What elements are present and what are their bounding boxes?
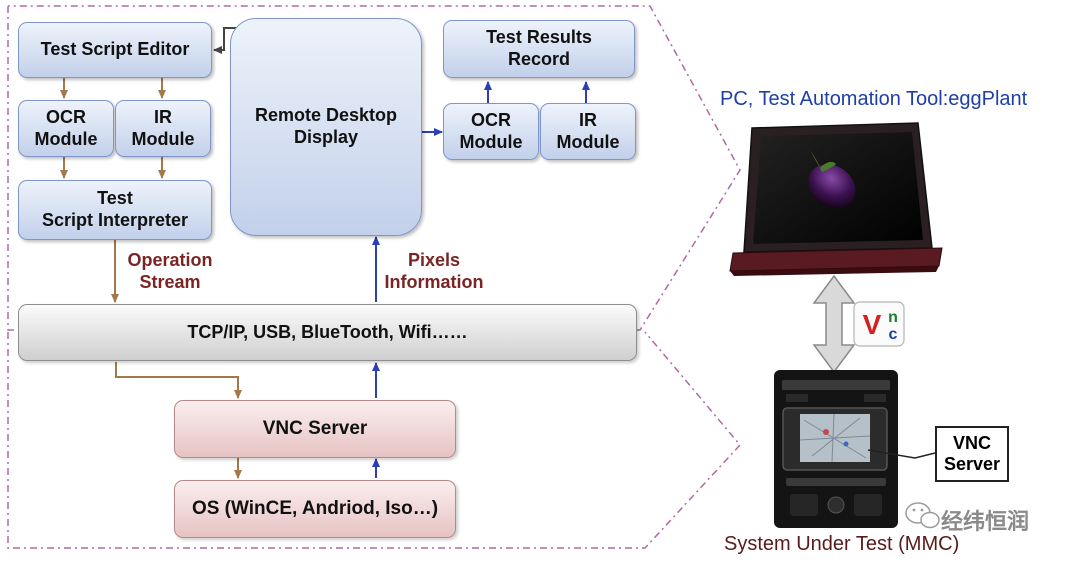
ir-module-left-box: IR Module <box>115 100 211 157</box>
test-script-interpreter-box: Test Script Interpreter <box>18 180 212 240</box>
vnc-server-callout: VNC Server <box>935 426 1009 482</box>
vnc-logo-n: n <box>888 309 898 326</box>
transport-bar: TCP/IP, USB, BlueTooth, Wifi…… <box>18 304 637 361</box>
wechat-icon <box>905 502 940 529</box>
pixels-information-label: Pixels Information <box>384 250 484 292</box>
vnc-link-arrow <box>812 274 856 374</box>
vnc-logo-v: V <box>863 309 882 340</box>
operation-stream-label: Operation Stream <box>127 250 213 292</box>
os-box: OS (WinCE, Andriod, Iso…) <box>174 480 456 538</box>
eggplant-icon <box>808 150 856 208</box>
test-results-record-box: Test Results Record <box>443 20 635 78</box>
vnc-logo-c: c <box>889 326 898 343</box>
ir-module-right-box: IR Module <box>540 103 636 160</box>
vnc-logo: V n c <box>853 301 905 347</box>
sut-caption: System Under Test (MMC) <box>724 533 960 555</box>
ocr-module-left-box: OCR Module <box>18 100 114 157</box>
remote-desktop-display-box: Remote Desktop Display <box>230 18 422 236</box>
infotainment-unit-icon <box>774 370 898 528</box>
vnc-server-box: VNC Server <box>174 400 456 458</box>
dashed-outline-bottom <box>7 331 741 549</box>
pc-caption: PC, Test Automation Tool:eggPlant <box>720 88 1028 110</box>
watermark-text: 经纬恒润 <box>941 509 1030 534</box>
test-script-editor-box: Test Script Editor <box>18 22 212 78</box>
ocr-module-right-box: OCR Module <box>443 103 539 160</box>
